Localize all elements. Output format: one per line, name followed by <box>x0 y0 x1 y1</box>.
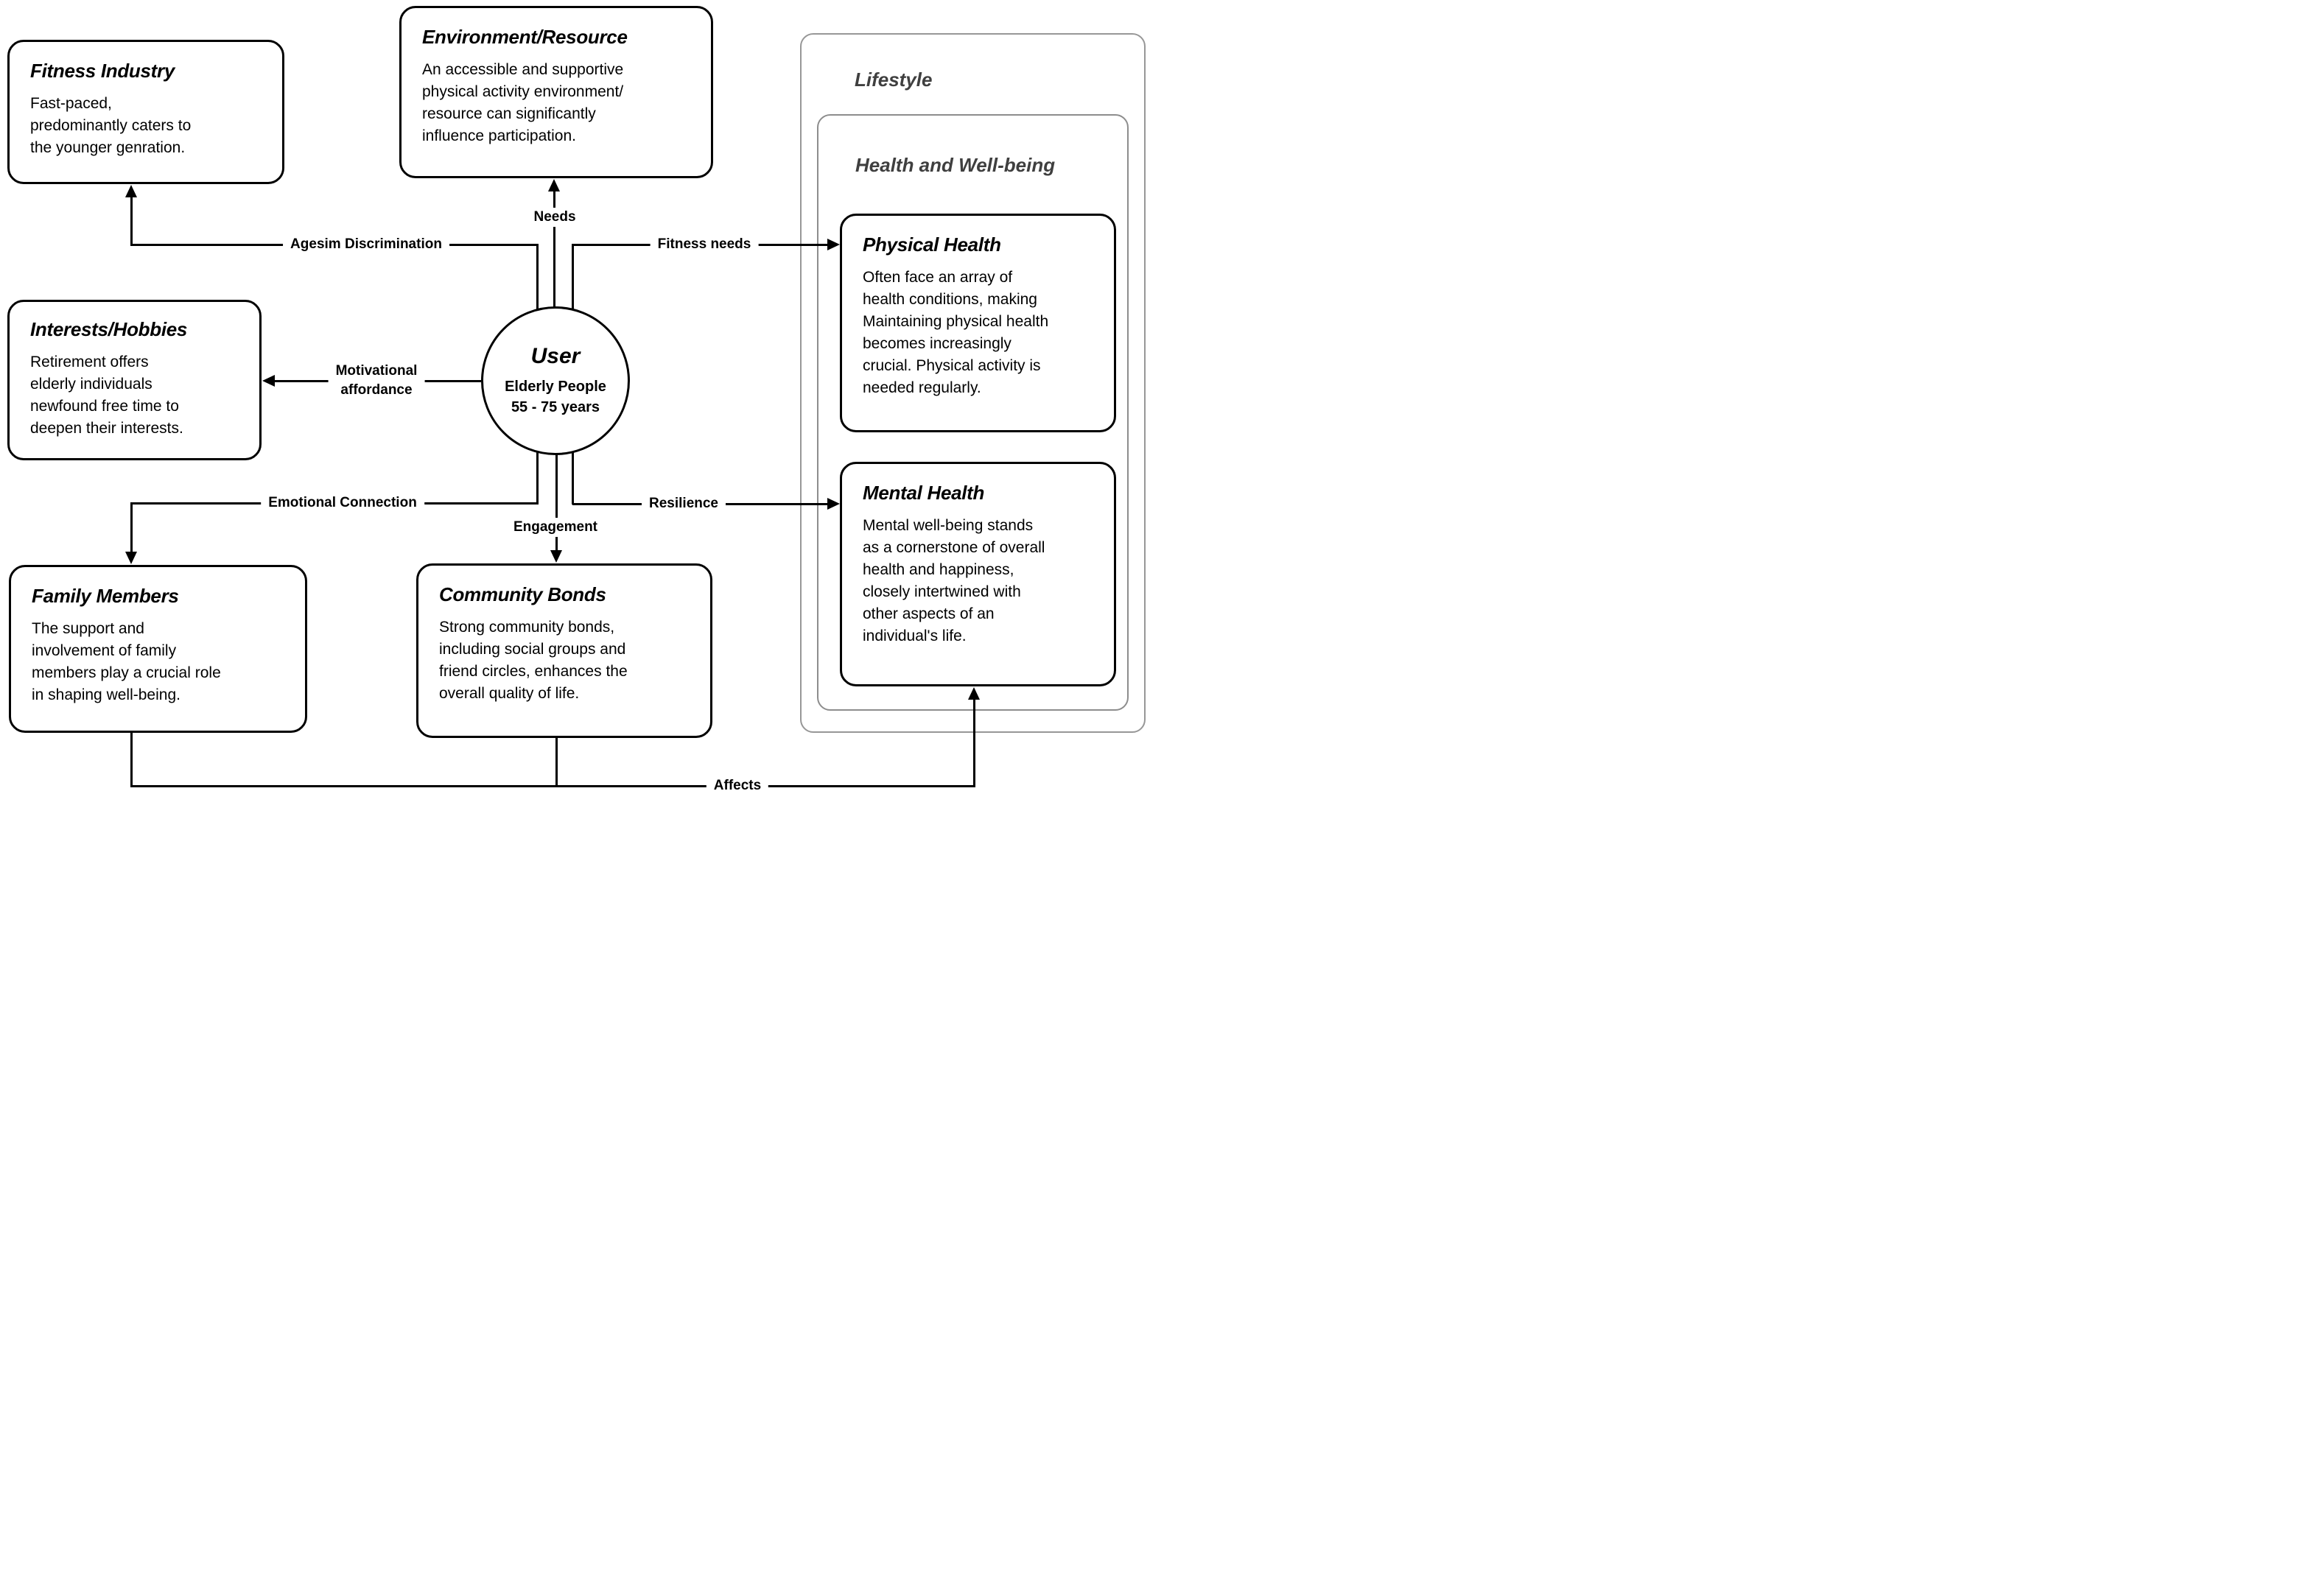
fitness-industry-title: Fitness Industry <box>30 60 175 82</box>
edge-family-bottom-vertical <box>130 733 133 787</box>
edge-agesim-vertical <box>130 193 133 246</box>
environment-resource-title: Environment/Resource <box>422 26 628 48</box>
edge-label-agesim-discrimination: Agesim Discrimination <box>283 235 449 254</box>
interests-hobbies-box: Interests/Hobbies Retirement offers elde… <box>7 300 262 460</box>
mental-health-body: Mental well-being stands as a cornerston… <box>863 517 1045 644</box>
community-bonds-title: Community Bonds <box>439 583 606 605</box>
family-members-title: Family Members <box>32 585 179 607</box>
health-wellbeing-group-title: Health and Well-being <box>855 154 1056 176</box>
fitness-industry-box: Fitness Industry Fast-paced, predominant… <box>7 40 284 184</box>
edge-emotional-vertical <box>130 502 133 552</box>
fitness-industry-body: Fast-paced, predominantly caters to the … <box>30 95 192 156</box>
arrowhead-engagement-down <box>550 550 562 563</box>
edge-circle-topleft-vertical <box>536 244 539 309</box>
edge-label-engagement: Engagement <box>505 518 606 537</box>
edge-community-bottom-vertical <box>555 738 558 787</box>
arrowhead-resilience-right <box>827 498 840 510</box>
edge-circle-topright-vertical <box>572 244 574 309</box>
physical-health-body: Often face an array of health conditions… <box>863 269 1049 396</box>
interests-hobbies-body: Retirement offers elderly individuals ne… <box>30 354 183 437</box>
edge-affects-vertical <box>973 697 975 786</box>
edge-circle-bottomleft-vertical <box>536 451 539 505</box>
edge-label-emotional-connection: Emotional Connection <box>261 493 424 513</box>
arrowhead-motivational-left <box>262 375 275 387</box>
interests-hobbies-title: Interests/Hobbies <box>30 318 188 340</box>
edge-engagement-vertical <box>555 454 558 551</box>
arrowhead-fitness-needs-right <box>827 239 840 250</box>
physical-health-box: Physical Health Often face an array of h… <box>840 214 1116 432</box>
lifestyle-group-title: Lifestyle <box>855 68 933 91</box>
user-subtitle-line1: Elderly People <box>505 379 606 395</box>
community-bonds-box: Community Bonds Strong community bonds, … <box>416 563 712 738</box>
edge-circle-bottomright-vertical <box>572 451 574 505</box>
user-circle: User Elderly People 55 - 75 years <box>481 306 630 455</box>
edge-label-fitness-needs: Fitness needs <box>650 235 759 254</box>
mental-health-title: Mental Health <box>863 482 985 504</box>
community-bonds-body: Strong community bonds, including social… <box>439 619 628 702</box>
environment-resource-box: Environment/Resource An accessible and s… <box>399 6 713 178</box>
arrowhead-emotional-down <box>125 552 137 564</box>
family-members-box: Family Members The support and involveme… <box>9 565 307 733</box>
edge-needs-vertical <box>553 187 555 308</box>
edge-affects-horizontal <box>131 785 975 787</box>
concept-diagram: Lifestyle Health and Well-being Fitness … <box>0 0 1150 798</box>
family-members-body: The support and involvement of family me… <box>32 620 221 703</box>
user-subtitle-line2: 55 - 75 years <box>511 399 600 415</box>
environment-resource-body: An accessible and supportive physical ac… <box>422 61 624 144</box>
edge-label-needs: Needs <box>526 208 583 227</box>
user-title: User <box>530 344 581 368</box>
arrowhead-affects-up <box>968 687 980 700</box>
arrowhead-needs-up <box>548 179 560 191</box>
edge-label-affects: Affects <box>706 776 769 795</box>
physical-health-title: Physical Health <box>863 233 1001 256</box>
edge-label-motivational-affordance: Motivational affordance <box>328 360 425 401</box>
mental-health-box: Mental Health Mental well-being stands a… <box>840 462 1116 686</box>
edge-label-resilience: Resilience <box>642 494 726 513</box>
arrowhead-agesim-up <box>125 185 137 197</box>
